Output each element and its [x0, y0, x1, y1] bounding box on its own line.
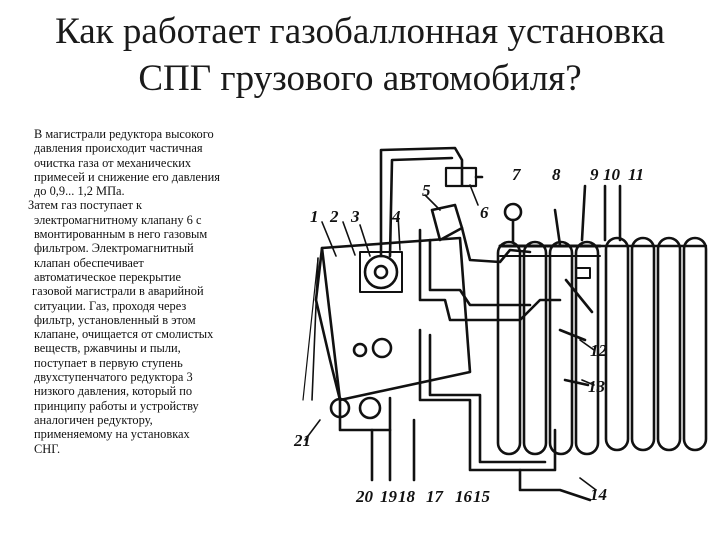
text-line: двухступенчатого редуктора 3 — [34, 370, 193, 385]
title-line-1: Как работает газобаллонная установка — [55, 11, 665, 52]
engine-block — [320, 236, 472, 402]
callout-14: 14 — [590, 485, 607, 504]
text-line: очистка газа от механических — [34, 155, 192, 170]
text-line: СНГ. — [34, 441, 61, 456]
callout-1: 1 — [310, 207, 319, 226]
gas-cylinders-group-2 — [604, 236, 708, 452]
title-line-2: СПГ грузового автомобиля? — [138, 58, 582, 99]
text-line: В магистрали редуктора высокого — [34, 127, 214, 141]
callout-19: 19 — [380, 487, 398, 506]
callout-7: 7 — [512, 165, 522, 184]
text-line: электромагнитному клапану 6 с — [34, 212, 202, 227]
text-line: низкого давления, который по — [34, 384, 193, 399]
callout-8: 8 — [552, 165, 561, 184]
gas-cylinders-group-1 — [496, 240, 600, 456]
callout-17: 17 — [426, 487, 445, 506]
text-line: вмонтированным в него газовым — [34, 227, 208, 242]
callout-10: 10 — [603, 165, 621, 184]
pressure-gauge — [503, 202, 523, 222]
text-line: клапан обеспечивает — [34, 255, 144, 270]
text-line: автоматическое перекрытие — [34, 269, 182, 284]
text-line: газовой магистрали в аварийной — [32, 284, 204, 299]
gauge-20 — [358, 396, 382, 420]
paragraph-2: Затем газ поступает к электромагнитному … — [28, 198, 290, 455]
text-line: принципу работы и устройству — [34, 398, 199, 413]
callout-21: 21 — [293, 431, 311, 450]
lng-system-diagram: 1 2 3 4 5 6 7 8 9 10 11 12 13 14 15 16 1… — [293, 146, 708, 506]
diagram-callouts: 1 2 3 4 5 6 7 8 9 10 11 12 13 14 15 16 1… — [293, 165, 644, 506]
paragraph-1: В магистрали редуктора высокого давления… — [28, 127, 290, 198]
text-line: ситуации. Газ, проходя через — [34, 298, 187, 313]
text-line: веществ, ржавчины и пыли, — [34, 341, 181, 356]
callout-12: 12 — [590, 341, 608, 360]
text-line: давления происходит частичная — [34, 141, 203, 156]
text-line: аналогичен редуктору, — [34, 412, 153, 427]
callout-6: 6 — [480, 203, 489, 222]
low-pressure-reducer — [363, 254, 399, 290]
body-text: В магистрали редуктора высокого давления… — [28, 127, 290, 456]
callout-5: 5 — [422, 181, 431, 200]
text-line: Затем газ поступает к — [28, 198, 143, 213]
text-line: примесей и снижение его давления — [34, 169, 220, 184]
callout-2: 2 — [329, 207, 339, 226]
callout-3: 3 — [350, 207, 360, 226]
text-line: до 0,9... 1,2 МПа. — [34, 184, 125, 199]
callout-11: 11 — [628, 165, 644, 184]
callout-4: 4 — [391, 207, 401, 226]
callout-20: 20 — [355, 487, 374, 506]
text-line: клапане, очищается от смолистых — [34, 327, 214, 342]
gas-line-bottom — [418, 328, 557, 472]
callout-15: 15 — [473, 487, 491, 506]
mixer-valve — [371, 337, 393, 359]
high-pressure-reducer — [430, 203, 464, 242]
callout-9: 9 — [590, 165, 599, 184]
callout-16: 16 — [455, 487, 473, 506]
text-line: поступает в первую ступень — [34, 355, 183, 370]
slide-title: Как работает газобаллонная установка СПГ… — [10, 8, 710, 102]
callout-13: 13 — [588, 377, 606, 396]
callout-18: 18 — [398, 487, 416, 506]
text-line: фильтр, установленный в этом — [34, 312, 196, 327]
text-line: фильтром. Электромагнитный — [34, 241, 194, 256]
text-line: применяемому на установках — [34, 427, 190, 442]
